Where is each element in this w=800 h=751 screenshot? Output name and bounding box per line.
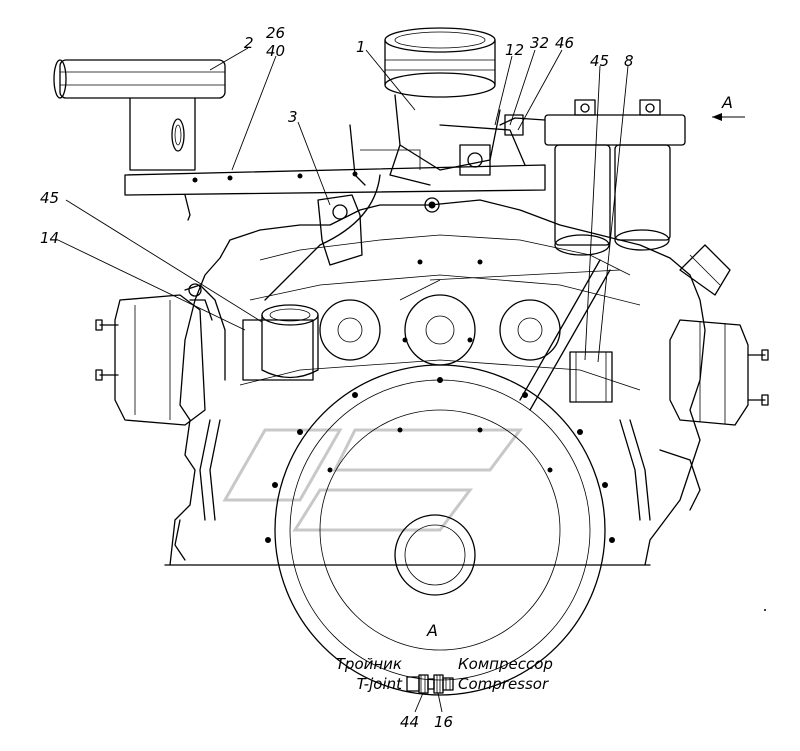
callout-12: 12 (505, 41, 524, 59)
watermark-logo (222, 428, 523, 532)
callout-32: 32 (530, 34, 549, 52)
leader-44 (414, 692, 424, 713)
bracket-3 (264, 124, 381, 301)
callout-1: 1 (356, 38, 366, 56)
right-oil-cylinder (569, 351, 613, 403)
callouts: 2 26 40 1 3 12 32 46 45 8 45 14 A (40, 24, 733, 247)
right-lower-hoses (619, 419, 701, 521)
compressor-label-en: Compressor (458, 675, 549, 693)
stray-dot (764, 609, 766, 611)
callout-2: 2 (244, 34, 254, 52)
air-intake-pipe (384, 27, 501, 186)
fitting-assembly (406, 674, 454, 694)
tee-label-en: T-joint (357, 675, 403, 693)
callout-45-left: 45 (40, 189, 59, 207)
view-arrow-label: A (721, 93, 733, 112)
leader-lines (57, 47, 745, 363)
detail-label: A (426, 621, 438, 640)
left-pipe (184, 283, 226, 381)
tee-label-ru: Тройник (336, 655, 402, 673)
left-exhaust-manifold (95, 294, 206, 426)
air-filter (53, 59, 226, 221)
callout-44: 44 (400, 713, 419, 731)
callout-46: 46 (555, 34, 574, 52)
left-oil-cylinder (242, 304, 319, 381)
detail-view-a: A Тройник T-joint Компрессор Compressor … (336, 621, 553, 731)
callout-45-right: 45 (590, 52, 609, 70)
flywheel-bolts (265, 377, 615, 543)
fuel-lines (399, 259, 621, 411)
callout-8: 8 (624, 52, 634, 70)
left-lower-hoses (174, 419, 221, 561)
callout-26: 26 (266, 24, 285, 42)
compressor-label-ru: Компрессор (458, 655, 553, 673)
callout-3: 3 (288, 108, 298, 126)
right-exhaust-manifold (669, 244, 769, 426)
callout-40: 40 (266, 42, 285, 60)
intake-manifold (124, 124, 546, 196)
callout-16: 16 (434, 713, 453, 731)
fuel-filters (499, 99, 686, 256)
leader-16 (437, 692, 443, 713)
callout-14: 14 (40, 229, 59, 247)
